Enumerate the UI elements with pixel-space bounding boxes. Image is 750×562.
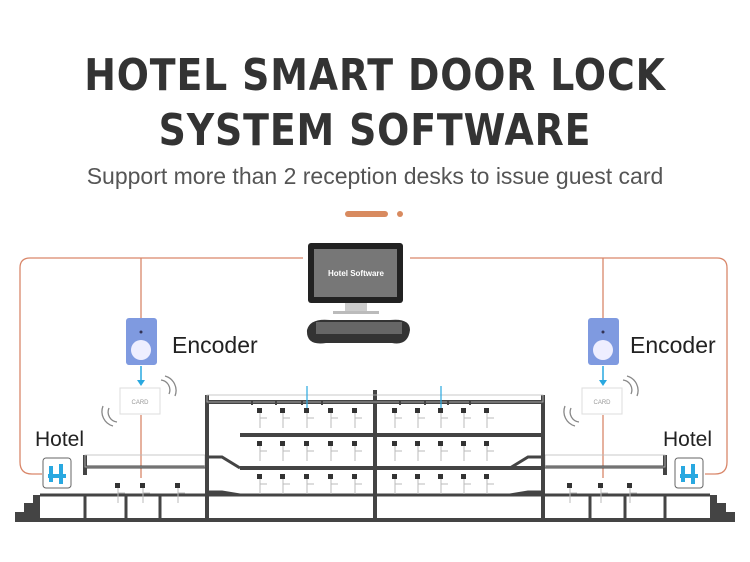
decor-bar — [345, 211, 388, 217]
door-lock — [280, 441, 290, 461]
rfid-icon — [593, 340, 613, 360]
door-lock — [415, 474, 425, 494]
door-lock — [438, 408, 448, 428]
reception-desk-icon — [42, 457, 72, 489]
right-hotel-label: Hotel — [663, 428, 713, 451]
door-lock — [115, 483, 125, 503]
stairs — [15, 495, 40, 522]
stairs — [710, 495, 735, 522]
title-line-2: SYSTEM SOFTWARE — [158, 105, 592, 156]
guest-card — [581, 387, 623, 415]
left-station: CARD — [42, 318, 177, 489]
right-station: CARD — [563, 318, 704, 489]
door-lock — [484, 408, 494, 428]
computer: Hotel Software — [306, 243, 410, 344]
door-lock — [392, 408, 402, 428]
door-lock — [175, 483, 185, 503]
decor-dot — [397, 211, 403, 217]
door-lock — [627, 483, 637, 503]
right-encoder-label: Encoder — [630, 332, 716, 358]
door-lock — [328, 474, 338, 494]
door-lock — [280, 474, 290, 494]
hotel-building — [15, 386, 735, 522]
door-lock — [328, 441, 338, 461]
door-lock — [352, 408, 362, 428]
left-hotel-label: Hotel — [35, 428, 85, 451]
subtitle: Support more than 2 reception desks to i… — [86, 163, 664, 189]
door-lock — [438, 441, 448, 461]
door-lock — [304, 441, 314, 461]
wireless-signal-icon — [101, 405, 118, 427]
screen-text: Hotel Software — [328, 269, 385, 278]
door-lock — [392, 441, 402, 461]
door-lock — [484, 474, 494, 494]
guest-card — [119, 387, 161, 415]
door-lock — [280, 408, 290, 428]
connection-lines — [19, 257, 728, 478]
door-lock — [140, 483, 150, 503]
door-lock — [484, 441, 494, 461]
wireless-signal-icon — [160, 375, 177, 397]
door-lock — [352, 474, 362, 494]
reception-desk-icon — [674, 457, 704, 489]
card-label: CARD — [131, 400, 149, 406]
staircase — [207, 455, 241, 497]
wireless-signal-icon — [622, 375, 639, 397]
door-lock — [461, 441, 471, 461]
door-lock — [461, 474, 471, 494]
staircase — [509, 455, 543, 497]
door-lock — [257, 408, 267, 428]
door-lock — [415, 408, 425, 428]
door-lock — [304, 474, 314, 494]
wireless-signal-icon — [563, 405, 580, 427]
door-lock — [392, 474, 402, 494]
door-lock — [257, 441, 267, 461]
door-lock — [438, 474, 448, 494]
door-lock — [415, 441, 425, 461]
title-line-1: HOTEL SMART DOOR LOCK — [84, 50, 666, 101]
door-lock — [257, 474, 267, 494]
door-lock — [598, 483, 608, 503]
door-lock — [304, 408, 314, 428]
door-lock — [567, 483, 577, 503]
card-label: CARD — [593, 400, 611, 406]
door-lock — [328, 408, 338, 428]
door-lock — [352, 441, 362, 461]
left-encoder-label: Encoder — [172, 332, 258, 358]
rfid-icon — [131, 340, 151, 360]
door-lock — [461, 408, 471, 428]
